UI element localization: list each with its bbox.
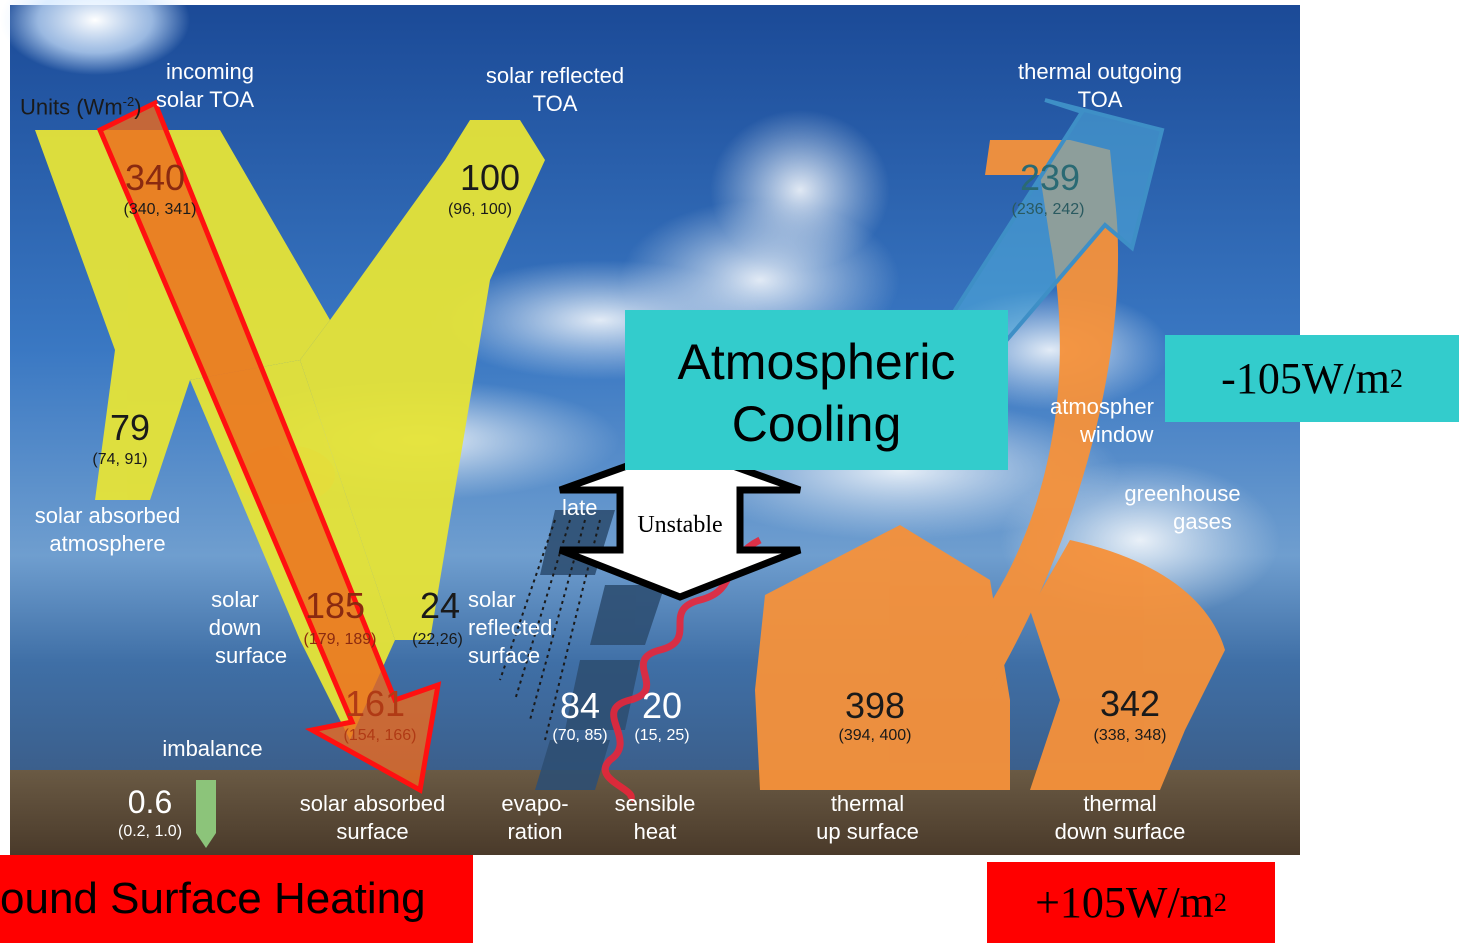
ground-surface-heating-label: ound Surface Heating [0, 874, 426, 923]
solar-absorbed-surface-value: 161 [344, 683, 406, 724]
sensible-heat-spiral [601, 536, 762, 803]
sensible-heat-range: (15, 25) [634, 727, 690, 744]
solar-absorbed-atmosphere-range: (74, 91) [92, 451, 148, 468]
thermal-outgoing-range: (236, 242) [1011, 201, 1085, 218]
thermal-flows [755, 140, 1225, 790]
sensible-heat-value: 20 [641, 685, 683, 726]
imbalance-arrow [196, 780, 216, 848]
atmospheric-cooling-box [625, 310, 1008, 470]
thermal-down-surface-label: thermal down surface [1054, 791, 1186, 844]
solar-reflected-toa-value: 100 [459, 157, 521, 198]
imbalance-value: 0.6 [127, 784, 173, 820]
solar-down-surface-value: 185 [304, 585, 366, 626]
latent-label: late [562, 495, 598, 520]
solar-absorbed-surface-range: (154, 166) [343, 727, 417, 744]
thermal-down-surface-value: 342 [1099, 683, 1161, 724]
unstable-label: Unstable [637, 511, 723, 538]
solar-reflected-toa-range: (96, 100) [447, 201, 513, 218]
thermal-up-surface-range: (394, 400) [838, 727, 912, 744]
outgoing-arrow [947, 98, 1165, 351]
greenhouse-gases-label: greenhouse gases [1124, 481, 1241, 534]
cooling-value-box [1165, 335, 1459, 422]
incoming-solar-toa-label: incoming solar TOA [155, 59, 255, 112]
thermal-outgoing-value: 239 [1019, 157, 1081, 198]
imbalance-label: imbalance [162, 736, 263, 761]
atmospheric-cooling-text: Atmospheric Cooling [677, 334, 956, 452]
atmospheric-window-label: atmospher window [1050, 394, 1154, 447]
sun [0, 0, 190, 75]
evaporation-range: (70, 85) [552, 727, 608, 744]
solar-absorbed-atmosphere-label: solar absorbed atmosphere [34, 503, 181, 556]
unstable-arrow [558, 443, 802, 601]
solar-reflected-toa-label: solar reflected TOA [485, 63, 625, 116]
evaporation-value: 84 [559, 685, 601, 726]
incoming-solar-range: (340, 341) [123, 201, 197, 218]
solar-down-surface-label: solar down surface [208, 587, 288, 668]
thermal-down-surface-range: (338, 348) [1093, 727, 1167, 744]
solar-reflected-surface-label: solar reflected surface [468, 587, 553, 668]
solar-reflected-surface-range: (22,26) [412, 631, 463, 648]
ground-heating-box [0, 855, 473, 943]
thermal-outgoing-toa-label: thermal outgoing TOA [1018, 59, 1182, 112]
sensible-heat-label: sensible heat [614, 791, 696, 844]
incoming-solar-value: 340 [124, 157, 186, 198]
solar-reflected-surface-value: 24 [419, 585, 461, 626]
solar-absorbed-surface-label: solar absorbed surface [299, 791, 446, 844]
thermal-up-surface-label: thermal up surface [816, 791, 919, 844]
solar-down-surface-range: (179, 189) [303, 631, 377, 648]
units-label: Units (Wm-2) [20, 94, 142, 120]
heating-arrow [96, 99, 442, 794]
evaporation-label: evapo- ration [501, 791, 569, 844]
imbalance-range: (0.2, 1.0) [117, 823, 183, 840]
thermal-up-surface-value: 398 [844, 685, 906, 726]
heating-value-box [987, 862, 1275, 943]
solar-absorbed-atmosphere-value: 79 [109, 407, 151, 448]
